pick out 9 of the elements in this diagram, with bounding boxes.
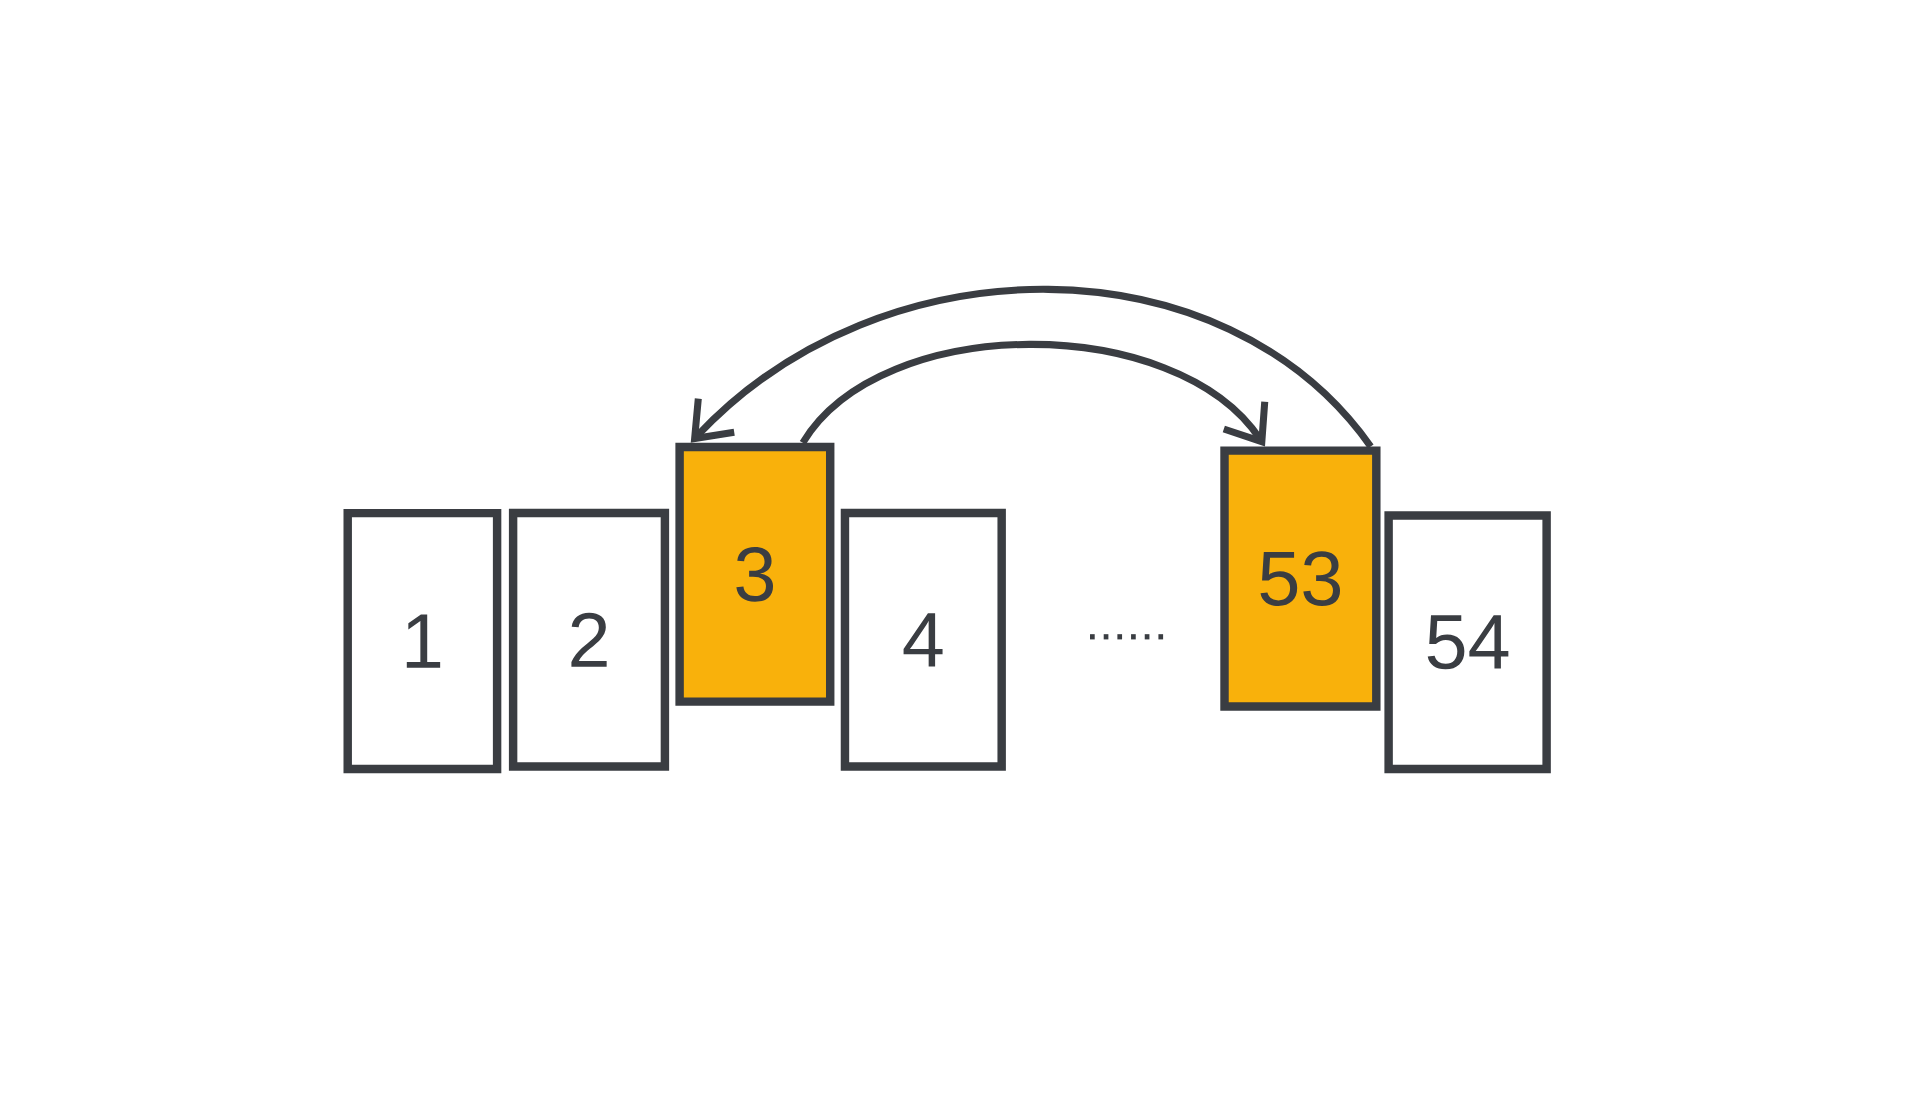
card: 4 [840, 508, 1006, 771]
card: 54 [1384, 511, 1551, 774]
card: 3 [675, 442, 835, 706]
ellipsis: ...... [1090, 634, 1164, 640]
arrow [800, 341, 1269, 447]
arrow [690, 286, 1374, 449]
card: 1 [343, 508, 502, 774]
card: 53 [1220, 446, 1381, 711]
card: 2 [508, 508, 670, 771]
